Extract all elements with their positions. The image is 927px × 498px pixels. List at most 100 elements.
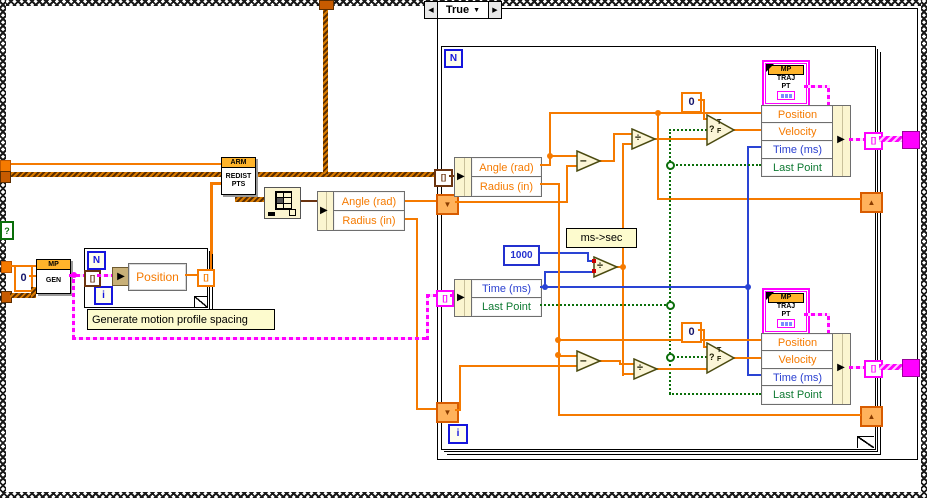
arm-redist-pts-subvi[interactable]: ARM REDIST PTS [221, 157, 256, 195]
vi-border-left [0, 0, 6, 498]
case-tunnel-out-top[interactable] [902, 131, 920, 149]
wire-cluster-array [879, 136, 902, 142]
unbundle-field-angle[interactable]: Angle (rad) [471, 157, 542, 178]
numeric-constant-zero[interactable]: 0 [14, 265, 33, 292]
bundle-top-field-velocity[interactable]: Velocity [761, 122, 834, 142]
tunnel-top-edge[interactable] [319, 0, 334, 10]
bundle-bottom-strip[interactable] [832, 333, 851, 405]
unbundle-angle-radius[interactable]: ▶ [454, 157, 473, 197]
wire-cluster-pink [849, 138, 864, 141]
wire-cluster-pink [72, 279, 75, 339]
wire-array [235, 197, 265, 202]
case-structure[interactable] [437, 8, 918, 460]
bundle-top-strip[interactable] [832, 105, 851, 177]
mp-traj-line1: TRAJ [776, 75, 796, 82]
auto-index-tunnel-cluster-in[interactable]: [] [436, 290, 454, 307]
tunnel-left-edge[interactable] [0, 171, 11, 183]
typedef-corner-icon [766, 64, 774, 72]
element-glyph [289, 209, 296, 216]
for-loop-outer-iteration-terminal[interactable]: i [448, 424, 468, 444]
select-node[interactable] [706, 342, 736, 375]
bundle-bottom-field-lastpoint[interactable]: Last Point [761, 385, 834, 405]
case-selector[interactable]: ◀ True ▼ ▶ [424, 1, 502, 19]
mp-traj-line1: TRAJ [776, 303, 796, 310]
wire [619, 360, 621, 365]
wire [558, 414, 861, 416]
unbundle-field-radius[interactable]: Radius (in) [471, 176, 542, 197]
arm-redist-line2: PTS [231, 180, 246, 188]
unknown-boolean-tunnel[interactable]: ? [0, 221, 14, 240]
wire-cluster-pink [827, 85, 830, 106]
bundle-top-field-time[interactable]: Time (ms) [761, 140, 834, 160]
wire-int [587, 260, 594, 262]
comment-label[interactable]: Generate motion profile spacing [87, 309, 275, 330]
bundle-bottom-field-velocity[interactable]: Velocity [761, 350, 834, 370]
numeric-constant-1000[interactable]: 1000 [503, 245, 540, 266]
wire [403, 218, 418, 220]
subtract-node[interactable] [576, 350, 602, 373]
wire-int [747, 287, 749, 375]
shift-register-right-bottom[interactable]: ▲ [860, 406, 883, 427]
wire [566, 165, 577, 167]
unbundle-outer-field-angle[interactable]: Angle (rad) [333, 191, 405, 212]
wire-junction [555, 337, 561, 343]
auto-index-tunnel-array-in[interactable]: [] [434, 169, 453, 187]
position-field[interactable]: Position [128, 263, 187, 291]
numeric-constant-zero[interactable]: 0 [681, 322, 702, 343]
wire-junction [666, 353, 675, 362]
mp-traj-pt-constant-bottom[interactable]: MP TRAJ PT [762, 288, 810, 335]
wire [455, 201, 567, 203]
wire [459, 365, 577, 367]
for-loop-outer[interactable] [441, 46, 876, 450]
subtract-node[interactable] [576, 150, 602, 173]
select-node[interactable] [706, 114, 736, 147]
mp-traj-line2: PT [781, 311, 791, 318]
divide-node-ms-sec[interactable] [593, 256, 619, 279]
shift-register-left-bottom[interactable]: ▼ [436, 402, 459, 423]
wire [185, 274, 197, 276]
auto-index-tunnel-out[interactable]: [] [197, 269, 215, 287]
wire [703, 329, 705, 348]
wire-array [235, 193, 240, 200]
wire-int [587, 252, 589, 262]
case-tunnel-out-bottom[interactable] [902, 359, 920, 377]
unbundle-outer-field-radius[interactable]: Radius (in) [333, 210, 405, 231]
wire [619, 363, 634, 365]
arm-redist-header: ARM [222, 158, 255, 168]
unbundle-field-lastpoint[interactable]: Last Point [471, 297, 542, 317]
array-grid-icon [275, 191, 292, 210]
wire [734, 357, 762, 359]
wire-junction [555, 352, 561, 358]
index-array-node[interactable] [264, 187, 301, 219]
mp-gen-subvi[interactable]: MP GEN [36, 259, 71, 294]
small-loop-count-terminal[interactable]: N [87, 251, 106, 270]
wire [600, 160, 615, 162]
numeric-constant-zero[interactable]: 0 [681, 92, 702, 113]
wire-cluster-pink [426, 295, 429, 340]
ms-sec-label[interactable]: ms->sec [566, 228, 637, 248]
divide-node[interactable] [631, 128, 657, 151]
case-dropdown-icon[interactable]: ▼ [473, 6, 481, 14]
divide-node[interactable] [633, 358, 659, 381]
case-prev-arrow[interactable]: ◀ [425, 2, 438, 18]
shift-register-right-top[interactable]: ▲ [860, 192, 883, 213]
small-loop-iteration-terminal[interactable]: i [94, 286, 113, 305]
wire [622, 373, 634, 375]
auto-index-tunnel-in[interactable]: [] [84, 270, 101, 287]
for-loop-outer-page-curl [857, 436, 874, 448]
wire-cluster-pink [849, 366, 864, 369]
wire-cluster-pink [804, 313, 830, 316]
mp-traj-pt-constant-top[interactable]: MP TRAJ PT [762, 60, 810, 107]
bundle-top-field-lastpoint[interactable]: Last Point [761, 158, 834, 177]
shift-register-left-top[interactable]: ▼ [436, 194, 459, 215]
case-next-arrow[interactable]: ▶ [488, 2, 501, 18]
index-glyph [268, 212, 275, 216]
wire [455, 409, 461, 411]
wire [615, 266, 624, 268]
unbundle-field-time[interactable]: Time (ms) [471, 279, 542, 299]
for-loop-outer-count-terminal[interactable]: N [444, 49, 463, 68]
tunnel-left-edge[interactable] [1, 261, 12, 273]
bundle-output-icon: ▶ [837, 134, 845, 145]
wire [549, 112, 551, 157]
